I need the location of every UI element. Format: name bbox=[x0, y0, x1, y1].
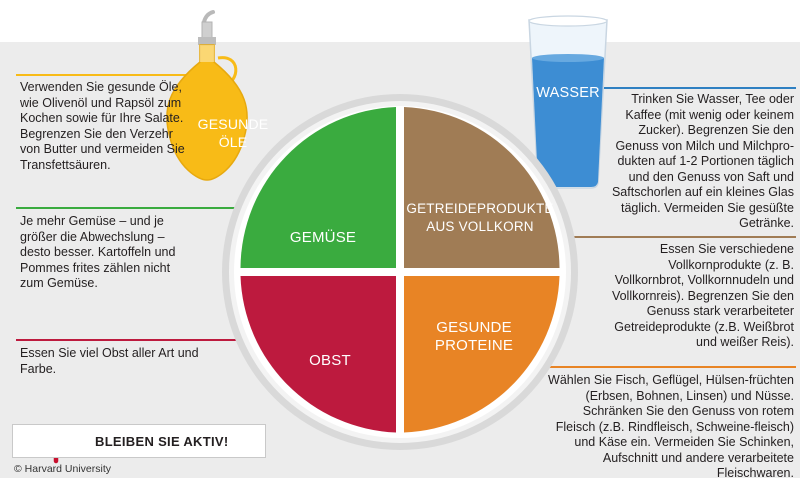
copyright-credit: © Harvard University bbox=[14, 463, 112, 475]
stay-active-label: BLEIBEN SIE AKTIV! bbox=[95, 434, 229, 449]
fruits-segment bbox=[240, 276, 396, 433]
oil-label: GESUNDE ÖLE bbox=[188, 115, 278, 151]
oil-label-line2: ÖLE bbox=[218, 134, 248, 150]
protein-description: Wählen Sie Fisch, Geflügel, Hülsen-früch… bbox=[548, 373, 794, 478]
water-description: Trinken Sie Wasser, Tee oder Kaffee (mit… bbox=[611, 92, 794, 230]
plate-surface bbox=[234, 106, 566, 438]
protein-label-line1: GESUNDE bbox=[436, 319, 512, 336]
fruits-label: OBST bbox=[309, 352, 351, 369]
protein-label: GESUNDE PROTEINE bbox=[414, 319, 534, 355]
grains-label-line1: GETREIDEPRODUKTE bbox=[406, 201, 554, 216]
grains-label: GETREIDEPRODUKTE AUS VOLLKORN bbox=[404, 200, 556, 236]
water-glass-icon bbox=[528, 15, 608, 189]
oil-label-line1: GESUNDE bbox=[197, 116, 269, 132]
oil-bottle-icon bbox=[166, 10, 248, 181]
protein-label-line2: PROTEINE bbox=[434, 337, 514, 354]
fruits-description: Essen Sie viel Obst aller Art und Farbe. bbox=[20, 346, 199, 376]
grains-segment bbox=[404, 107, 560, 268]
grains-description: Essen Sie verschiedene Vollkornprodukte … bbox=[611, 242, 794, 349]
stay-active-box: BLEIBEN SIE AKTIV! bbox=[12, 424, 266, 458]
grains-label-line2: AUS VOLLKORN bbox=[426, 219, 534, 234]
oil-description: Verwenden Sie gesunde Öle, wie Olivenöl … bbox=[20, 80, 185, 172]
water-label: WASSER bbox=[536, 85, 600, 101]
vegetables-label: GEMÜSE bbox=[289, 229, 357, 246]
vegetables-description: Je mehr Gemüse – und je größer die Abwec… bbox=[20, 214, 176, 290]
protein-segment bbox=[404, 276, 560, 433]
vegetables-segment bbox=[240, 107, 396, 268]
